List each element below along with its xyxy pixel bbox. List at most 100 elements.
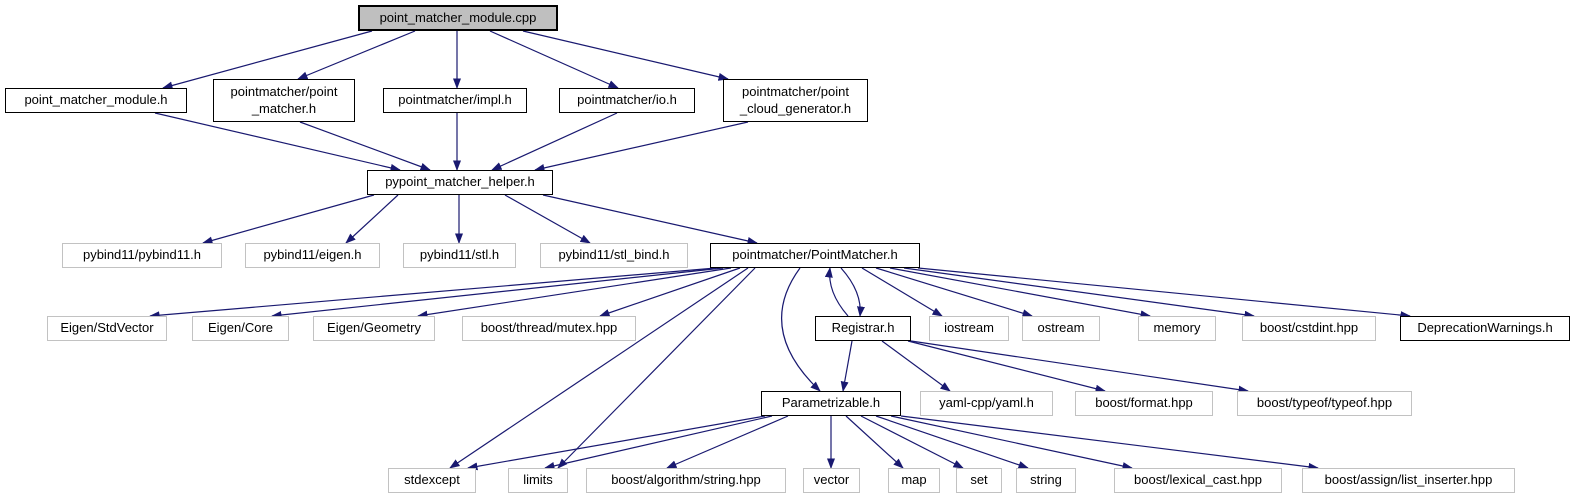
graph-node-label: set — [970, 472, 988, 488]
edge-registrar_h-to-parametrizable_h — [840, 340, 853, 392]
edge-pointmatcher_PointMatcher_h-to-memory — [889, 267, 1151, 319]
graph-node-label: Parametrizable.h — [781, 395, 881, 411]
edge-pointmatcher_PointMatcher_h-to-boost_cstdint_hpp — [903, 267, 1255, 319]
graph-node-point_matcher_module_cpp[interactable]: point_matcher_module.cpp — [358, 5, 558, 31]
graph-node-label: iostream — [944, 320, 994, 336]
edge-parametrizable_h-to-boost_algorithm_string_hpp — [666, 415, 789, 469]
graph-node-registrar_h[interactable]: Registrar.h — [815, 316, 911, 341]
edge-registrar_h-to-pointmatcher_PointMatcher_h — [824, 267, 849, 317]
graph-node-label: vector — [813, 472, 850, 488]
graph-node-boost_typeof_typeof_hpp: boost/typeof/typeof.hpp — [1237, 391, 1412, 416]
graph-node-label: stdexcept — [404, 472, 460, 488]
edge-pypoint_matcher_helper_h-to-pybind11_pybind11_h — [202, 194, 375, 245]
graph-node-ostream: ostream — [1022, 316, 1100, 341]
graph-node-label: pointmatcher/point _cloud_generator.h — [739, 83, 852, 116]
edge-pointmatcher_PointMatcher_h-to-eigen_core — [271, 267, 724, 319]
edge-pointmatcher_point_matcher_h-to-pypoint_matcher_helper_h — [299, 121, 431, 171]
graph-node-eigen_geometry: Eigen/Geometry — [313, 316, 435, 341]
edge-pypoint_matcher_helper_h-to-pointmatcher_PointMatcher_h — [542, 194, 758, 245]
graph-node-pointmatcher_point_cloud_generator_h[interactable]: pointmatcher/point _cloud_generator.h — [723, 79, 868, 122]
edge-pypoint_matcher_helper_h-to-pybind11_eigen_h — [345, 194, 399, 244]
graph-node-pointmatcher_point_matcher_h[interactable]: pointmatcher/point _matcher.h — [213, 79, 355, 122]
graph-node-boost_cstdint_hpp: boost/cstdint.hpp — [1242, 316, 1376, 341]
edge-pointmatcher_io_h-to-pypoint_matcher_helper_h — [491, 112, 618, 171]
edge-point_matcher_module_cpp-to-pointmatcher_point_cloud_generator_h — [522, 30, 729, 81]
graph-node-pointmatcher_PointMatcher_h[interactable]: pointmatcher/PointMatcher.h — [710, 243, 920, 268]
graph-node-eigen_stdvector: Eigen/StdVector — [47, 316, 167, 341]
graph-node-deprecationwarnings_h[interactable]: DeprecationWarnings.h — [1400, 316, 1570, 341]
edge-registrar_h-to-boost_format_hpp — [907, 340, 1106, 393]
graph-node-label: limits — [523, 472, 553, 488]
graph-node-label: pybind11/stl_bind.h — [558, 247, 670, 263]
edge-parametrizable_h-to-boost_assign_list_inserter_hpp — [900, 415, 1319, 471]
graph-node-label: map — [901, 472, 927, 488]
graph-node-boost_thread_mutex_hpp: boost/thread/mutex.hpp — [462, 316, 636, 341]
edge-parametrizable_h-to-set — [860, 415, 964, 469]
edge-pointmatcher_PointMatcher_h-to-iostream — [861, 267, 943, 317]
graph-node-pypoint_matcher_helper_h[interactable]: pypoint_matcher_helper.h — [367, 170, 553, 195]
graph-node-label: DeprecationWarnings.h — [1417, 320, 1553, 336]
graph-node-parametrizable_h[interactable]: Parametrizable.h — [761, 391, 901, 416]
edge-parametrizable_h-to-map — [845, 415, 904, 469]
graph-node-point_matcher_module_h[interactable]: point_matcher_module.h — [5, 88, 187, 113]
edge-pointmatcher_PointMatcher_h-to-eigen_stdvector — [149, 267, 717, 320]
edge-parametrizable_h-to-boost_lexical_cast_hpp — [890, 415, 1133, 470]
edge-point_matcher_module_cpp-to-point_matcher_module_h — [162, 30, 373, 90]
graph-node-pybind11_stl_h: pybind11/stl.h — [403, 243, 516, 268]
edge-pointmatcher_PointMatcher_h-to-parametrizable_h — [781, 267, 821, 392]
graph-node-label: pybind11/eigen.h — [263, 247, 362, 263]
graph-node-label: string — [1030, 472, 1062, 488]
edge-pointmatcher_PointMatcher_h-to-boost_thread_mutex_hpp — [599, 267, 741, 317]
graph-node-label: pybind11/pybind11.h — [82, 247, 202, 263]
edge-pointmatcher_PointMatcher_h-to-ostream — [875, 267, 1033, 318]
graph-node-label: boost/algorithm/string.hpp — [611, 472, 761, 488]
graph-node-label: Eigen/Core — [207, 320, 274, 336]
graph-node-boost_lexical_cast_hpp: boost/lexical_cast.hpp — [1114, 468, 1282, 493]
graph-node-boost_algorithm_string_hpp: boost/algorithm/string.hpp — [586, 468, 786, 493]
edge-point_matcher_module_cpp-to-pointmatcher_point_matcher_h — [297, 30, 416, 80]
graph-node-label: boost/cstdint.hpp — [1259, 320, 1359, 336]
graph-node-label: pointmatcher/point _matcher.h — [230, 83, 338, 116]
edge-parametrizable_h-to-limits — [544, 415, 773, 470]
graph-node-pybind11_stl_bind_h: pybind11/stl_bind.h — [540, 243, 688, 268]
graph-node-boost_assign_list_inserter_hpp: boost/assign/list_inserter.hpp — [1302, 468, 1515, 493]
graph-node-label: Registrar.h — [831, 320, 895, 336]
graph-node-label: memory — [1153, 320, 1201, 336]
edge-point_matcher_module_cpp-to-pointmatcher_io_h — [489, 30, 619, 89]
edge-pointmatcher_PointMatcher_h-to-limits — [557, 267, 756, 469]
edge-pypoint_matcher_helper_h-to-pybind11_stl_bind_h — [504, 194, 591, 244]
graph-node-label: point_matcher_module.h — [24, 92, 168, 108]
graph-node-limits: limits — [508, 468, 568, 493]
graph-node-pointmatcher_io_h[interactable]: pointmatcher/io.h — [559, 88, 695, 113]
graph-node-label: boost/lexical_cast.hpp — [1134, 472, 1262, 488]
graph-node-label: Eigen/Geometry — [327, 320, 421, 336]
graph-node-label: yaml-cpp/yaml.h — [939, 395, 1034, 411]
edge-parametrizable_h-to-string — [875, 415, 1029, 469]
graph-node-string: string — [1016, 468, 1076, 493]
edge-pointmatcher_PointMatcher_h-to-deprecationwarnings_h — [917, 267, 1411, 320]
edge-pointmatcher_point_cloud_generator_h-to-pypoint_matcher_helper_h — [534, 121, 749, 172]
graph-node-label: boost/typeof/typeof.hpp — [1256, 395, 1393, 411]
edge-pointmatcher_PointMatcher_h-to-eigen_geometry — [417, 267, 732, 319]
graph-node-pybind11_pybind11_h: pybind11/pybind11.h — [62, 243, 222, 268]
graph-node-label: Eigen/StdVector — [60, 320, 154, 336]
edge-pointmatcher_PointMatcher_h-to-registrar_h — [840, 267, 865, 317]
edge-parametrizable_h-to-stdexcept — [467, 415, 766, 471]
graph-node-eigen_core: Eigen/Core — [192, 316, 289, 341]
graph-node-stdexcept: stdexcept — [388, 468, 476, 493]
graph-node-label: boost/thread/mutex.hpp — [480, 320, 618, 336]
graph-node-iostream: iostream — [929, 316, 1009, 341]
edge-point_matcher_module_h-to-pypoint_matcher_helper_h — [154, 112, 401, 172]
graph-node-label: pointmatcher/io.h — [577, 92, 677, 108]
edge-registrar_h-to-yaml_cpp_yaml_h — [881, 340, 951, 392]
graph-node-pointmatcher_impl_h[interactable]: pointmatcher/impl.h — [383, 88, 527, 113]
graph-node-label: pointmatcher/PointMatcher.h — [732, 247, 898, 263]
graph-node-label: pointmatcher/impl.h — [398, 92, 512, 108]
graph-node-label: ostream — [1037, 320, 1085, 336]
graph-node-label: pypoint_matcher_helper.h — [385, 174, 535, 190]
graph-node-boost_format_hpp: boost/format.hpp — [1075, 391, 1213, 416]
graph-node-label: boost/format.hpp — [1095, 395, 1193, 411]
graph-node-yaml_cpp_yaml_h: yaml-cpp/yaml.h — [920, 391, 1053, 416]
